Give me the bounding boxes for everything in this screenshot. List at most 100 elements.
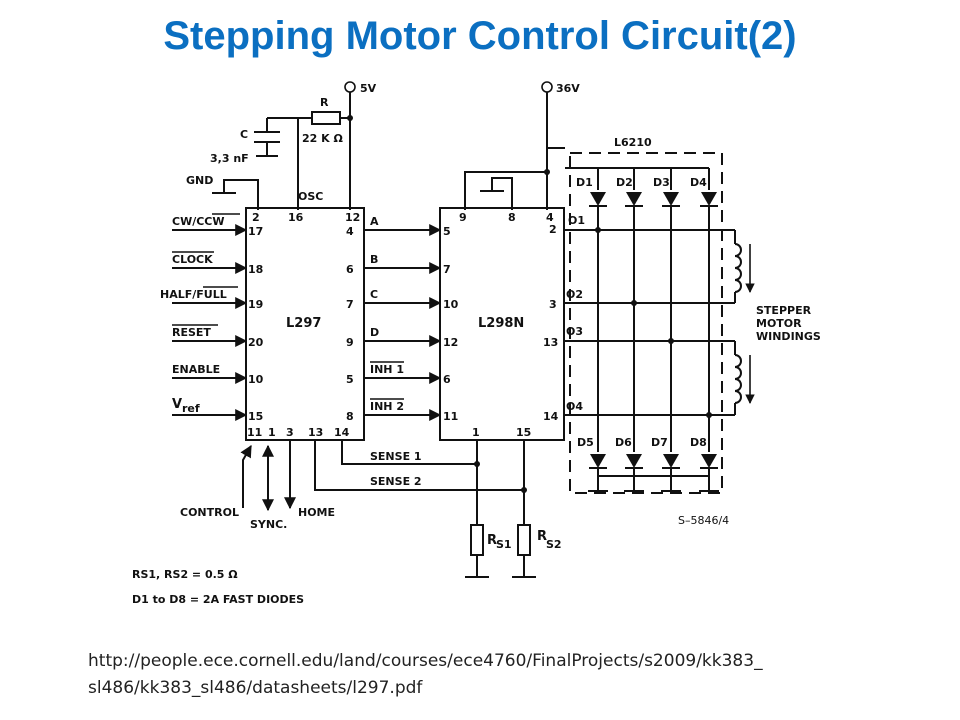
svg-text:O3: O3 <box>566 325 583 338</box>
svg-text:RESET: RESET <box>172 326 211 339</box>
svg-text:ref: ref <box>182 402 200 415</box>
svg-text:R: R <box>537 529 547 544</box>
svg-text:36V: 36V <box>556 82 580 95</box>
input-vref: V ref <box>172 397 248 421</box>
svg-text:13: 13 <box>543 336 558 349</box>
svg-text:20: 20 <box>248 336 264 349</box>
svg-text:5: 5 <box>443 225 451 238</box>
svg-text:D1 to D8 = 2A FAST DIODES: D1 to D8 = 2A FAST DIODES <box>132 593 304 606</box>
svg-text:15: 15 <box>516 426 531 439</box>
svg-text:ENABLE: ENABLE <box>172 363 220 376</box>
svg-text:R: R <box>320 96 329 109</box>
svg-text:9: 9 <box>346 336 354 349</box>
motor-winding-2 <box>734 341 755 415</box>
svg-text:3: 3 <box>549 298 557 311</box>
svg-text:CLOCK: CLOCK <box>172 253 213 266</box>
svg-text:GND: GND <box>186 174 213 187</box>
svg-text:6: 6 <box>346 263 354 276</box>
svg-text:16: 16 <box>288 211 304 224</box>
svg-text:10: 10 <box>443 298 459 311</box>
svg-text:2: 2 <box>252 211 260 224</box>
svg-text:14: 14 <box>543 410 559 423</box>
diode-column-4 <box>699 168 719 492</box>
svg-text:D4: D4 <box>690 176 707 189</box>
svg-text:C: C <box>240 128 248 141</box>
svg-text:O4: O4 <box>566 400 583 413</box>
signal-a: A <box>364 215 442 236</box>
svg-text:D6: D6 <box>615 436 632 449</box>
input-cw-ccw: CW/CCW <box>172 213 248 236</box>
svg-text:D1: D1 <box>576 176 593 189</box>
svg-text:18: 18 <box>248 263 263 276</box>
svg-text:11: 11 <box>443 410 458 423</box>
svg-text:O2: O2 <box>566 288 583 301</box>
svg-text:D2: D2 <box>616 176 633 189</box>
svg-text:22 K Ω: 22 K Ω <box>302 132 343 145</box>
svg-text:CONTROL: CONTROL <box>180 506 239 519</box>
svg-text:V: V <box>172 397 182 412</box>
svg-text:D8: D8 <box>690 436 707 449</box>
figure-code: S–5846/4 <box>678 514 729 527</box>
svg-text:15: 15 <box>248 410 263 423</box>
l6210-box: L6210 <box>565 136 723 494</box>
svg-text:17: 17 <box>248 225 263 238</box>
svg-text:8: 8 <box>508 211 516 224</box>
svg-text:SENSE 1: SENSE 1 <box>370 450 422 463</box>
resistor-rs2: R S2 <box>512 524 562 578</box>
svg-text:5V: 5V <box>360 82 377 95</box>
svg-text:INH 1: INH 1 <box>370 363 404 376</box>
svg-text:6: 6 <box>443 373 451 386</box>
svg-text:7: 7 <box>443 263 451 276</box>
sense-lines: SENSE 1 SENSE 2 <box>314 440 527 525</box>
svg-text:SYNC.: SYNC. <box>250 518 287 531</box>
svg-text:S2: S2 <box>546 538 562 551</box>
svg-text:S1: S1 <box>496 538 512 551</box>
gnd-symbol: GND <box>186 174 259 210</box>
svg-text:A: A <box>370 215 379 228</box>
svg-text:D3: D3 <box>653 176 670 189</box>
source-url[interactable]: http://people.ece.cornell.edu/land/cours… <box>88 648 888 702</box>
svg-text:SENSE 2: SENSE 2 <box>370 475 422 488</box>
svg-text:10: 10 <box>248 373 264 386</box>
svg-text:19: 19 <box>248 298 263 311</box>
supply-5v: 5V <box>344 81 377 210</box>
chip-l298n: L298N 9 8 4 5 7 10 12 6 11 2 3 13 14 1 1… <box>439 177 565 441</box>
chip-l297: L297 OSC 2 16 12 17 18 19 20 10 15 4 6 7… <box>245 190 365 441</box>
svg-text:D7: D7 <box>651 436 668 449</box>
diode-column-3 <box>661 168 681 492</box>
motor-windings-label: STEPPER MOTOR WINDINGS <box>756 304 821 343</box>
svg-text:13: 13 <box>308 426 323 439</box>
source-url-line1[interactable]: http://people.ece.cornell.edu/land/cours… <box>88 651 763 671</box>
supply-36v: 36V <box>541 81 580 210</box>
svg-text:HALF/FULL: HALF/FULL <box>160 288 227 301</box>
diode-labels: D1 D2 D3 D4 D5 D6 D7 D8 <box>576 176 707 449</box>
diode-column-1 <box>588 168 608 492</box>
svg-text:C: C <box>370 288 378 301</box>
svg-text:L298N: L298N <box>478 316 524 331</box>
svg-text:L6210: L6210 <box>614 136 652 149</box>
svg-text:D5: D5 <box>577 436 594 449</box>
svg-text:4: 4 <box>346 225 354 238</box>
svg-text:HOME: HOME <box>298 506 335 519</box>
input-clock: CLOCK <box>172 251 248 274</box>
signal-c: C <box>364 288 442 309</box>
source-url-line2[interactable]: sl486/kk383_sl486/datasheets/l297.pdf <box>88 678 423 698</box>
svg-text:4: 4 <box>546 211 554 224</box>
svg-text:WINDINGS: WINDINGS <box>756 330 821 343</box>
svg-text:8: 8 <box>346 410 354 423</box>
slide-title: Stepping Motor Control Circuit(2) <box>163 14 797 58</box>
diode-column-2 <box>624 168 644 492</box>
svg-text:2: 2 <box>549 223 557 236</box>
home-line: HOME <box>284 440 335 519</box>
svg-text:L297: L297 <box>286 316 321 331</box>
signal-d: D <box>364 326 442 347</box>
input-reset: RESET <box>172 324 248 347</box>
svg-text:9: 9 <box>459 211 467 224</box>
signal-inh2: INH 2 <box>364 398 442 421</box>
signal-b: B <box>364 253 442 274</box>
svg-text:R: R <box>487 533 497 548</box>
sync-line: SYNC. <box>250 444 287 531</box>
svg-text:7: 7 <box>346 298 354 311</box>
signal-inh1: INH 1 <box>364 361 442 384</box>
